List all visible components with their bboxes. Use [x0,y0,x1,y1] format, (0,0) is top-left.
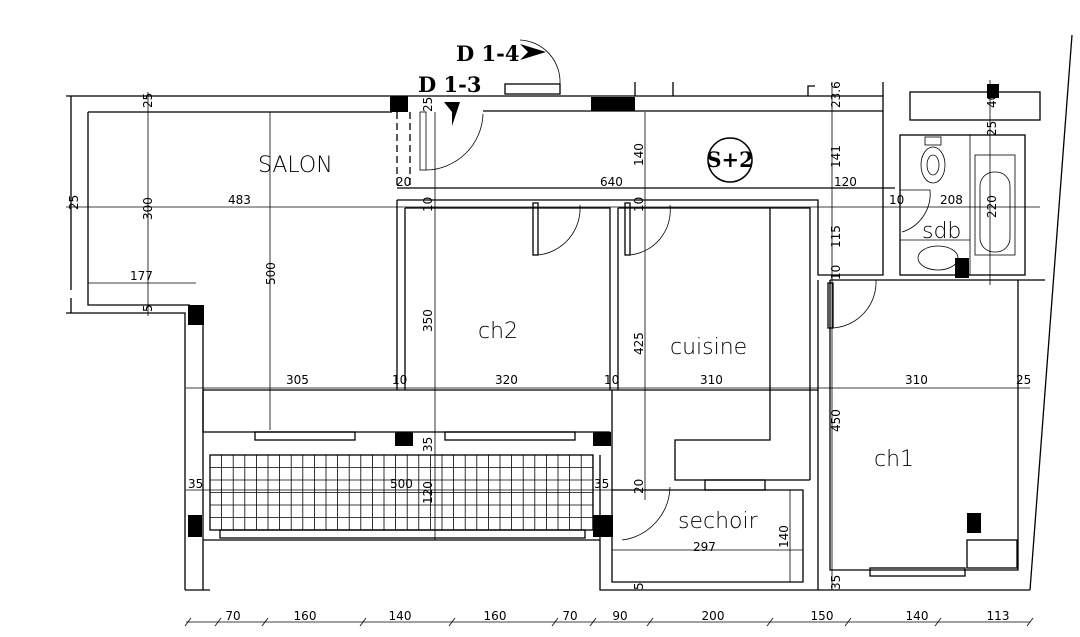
bathtub-icon [974,154,1016,256]
dimension-tick [214,617,222,627]
dimension-tick [646,617,654,627]
svg-text:640: 640 [600,175,623,189]
room-label-salon: SALON [258,153,333,178]
door-d1-4 [519,39,561,85]
svg-text:35: 35 [594,477,609,491]
svg-text:305: 305 [286,373,309,387]
balcony-tiles [209,454,594,531]
salon-walls [66,95,483,590]
svg-text:120: 120 [421,481,435,504]
dimension-tick [184,617,192,627]
svg-text:20: 20 [396,175,411,189]
door-tag-d1-3: D 1-3 [418,72,481,97]
arrow-right-icon [520,44,546,60]
bottom-dimension-chain: 70 160 140 160 70 90 200 150 140 113 [184,609,1034,627]
dimension-tick [261,617,269,627]
sink-icon [917,245,959,271]
svg-text:320: 320 [495,373,518,387]
door-d1-3 [419,111,484,171]
svg-text:10: 10 [632,197,646,212]
svg-text:310: 310 [905,373,928,387]
bottom-dimension-label: 200 [702,609,725,623]
room-label-cuisine: cuisine [670,335,747,360]
svg-text:20: 20 [632,479,646,494]
dimension-tick [934,617,942,627]
room-label-ch1: ch1 [874,447,914,472]
svg-text:140: 140 [632,143,646,166]
svg-text:40: 40 [985,93,999,108]
svg-text:25: 25 [67,195,81,210]
room-label-sdb: sdb [922,219,961,244]
sdb-fixtures [899,84,1041,278]
rooms-walls [202,200,818,481]
svg-text:500: 500 [390,477,413,491]
corridor-walls [397,82,895,276]
level-badge: S+2 [706,137,754,183]
room-label-ch2: ch2 [478,319,518,344]
svg-text:25: 25 [421,97,435,112]
dimension-tick [359,617,367,627]
toilet-icon [920,146,946,184]
bottom-dimension-label: 160 [484,609,507,623]
balcony-walls [185,390,1030,591]
svg-text:35: 35 [829,575,843,590]
property-boundary [1029,34,1073,591]
svg-text:25: 25 [1016,373,1031,387]
dimension-labels: 483 177 20 640 120 10 208 305 10 320 10 … [130,175,1031,554]
svg-text:450: 450 [829,409,843,432]
ch1-walls [817,279,1045,590]
svg-text:120: 120 [834,175,857,189]
svg-text:115: 115 [829,225,843,248]
svg-text:310: 310 [700,373,723,387]
svg-text:S+2: S+2 [706,147,753,172]
svg-text:500: 500 [264,262,278,285]
svg-text:140: 140 [777,525,791,548]
svg-text:10: 10 [829,265,843,280]
svg-text:35: 35 [421,437,435,452]
svg-text:35: 35 [188,477,203,491]
svg-text:177: 177 [130,269,153,283]
svg-text:425: 425 [632,332,646,355]
svg-text:141: 141 [829,145,843,168]
svg-text:10: 10 [889,193,904,207]
svg-text:300: 300 [141,197,155,220]
arrow-down-icon [444,102,460,126]
dimension-tick [844,617,852,627]
svg-text:23.6: 23.6 [829,81,843,108]
svg-text:10: 10 [392,373,407,387]
dimension-tick [589,617,597,627]
svg-text:483: 483 [228,193,251,207]
svg-text:10: 10 [421,197,435,212]
bottom-dimension-label: 160 [294,609,317,623]
dimension-tick [448,617,456,627]
door-tag-d1-4: D 1-4 [456,41,519,66]
svg-text:350: 350 [421,309,435,332]
bottom-dimension-label: 70 [225,609,240,623]
bottom-dimension-label: 150 [811,609,834,623]
bottom-dimension-label: 113 [987,609,1010,623]
svg-text:25: 25 [985,121,999,136]
bottom-dimension-label: 70 [562,609,577,623]
dimension-tick [1026,617,1034,627]
bottom-dimension-label: 140 [906,609,929,623]
svg-text:5: 5 [632,582,646,590]
dimension-tick [551,617,559,627]
svg-text:208: 208 [940,193,963,207]
svg-text:25: 25 [141,93,155,108]
room-label-sechoir: sechoir [678,509,759,534]
svg-text:220: 220 [985,195,999,218]
bottom-dimension-label: 140 [389,609,412,623]
dimension-lines [66,80,1040,623]
svg-text:297: 297 [693,540,716,554]
vertical-dimension-labels: 25 25 300 5 500 10 25 350 140 10 425 23.… [67,81,999,590]
dimension-tick [766,617,774,627]
svg-text:10: 10 [604,373,619,387]
svg-text:5: 5 [141,304,155,312]
bottom-dimension-label: 90 [612,609,627,623]
